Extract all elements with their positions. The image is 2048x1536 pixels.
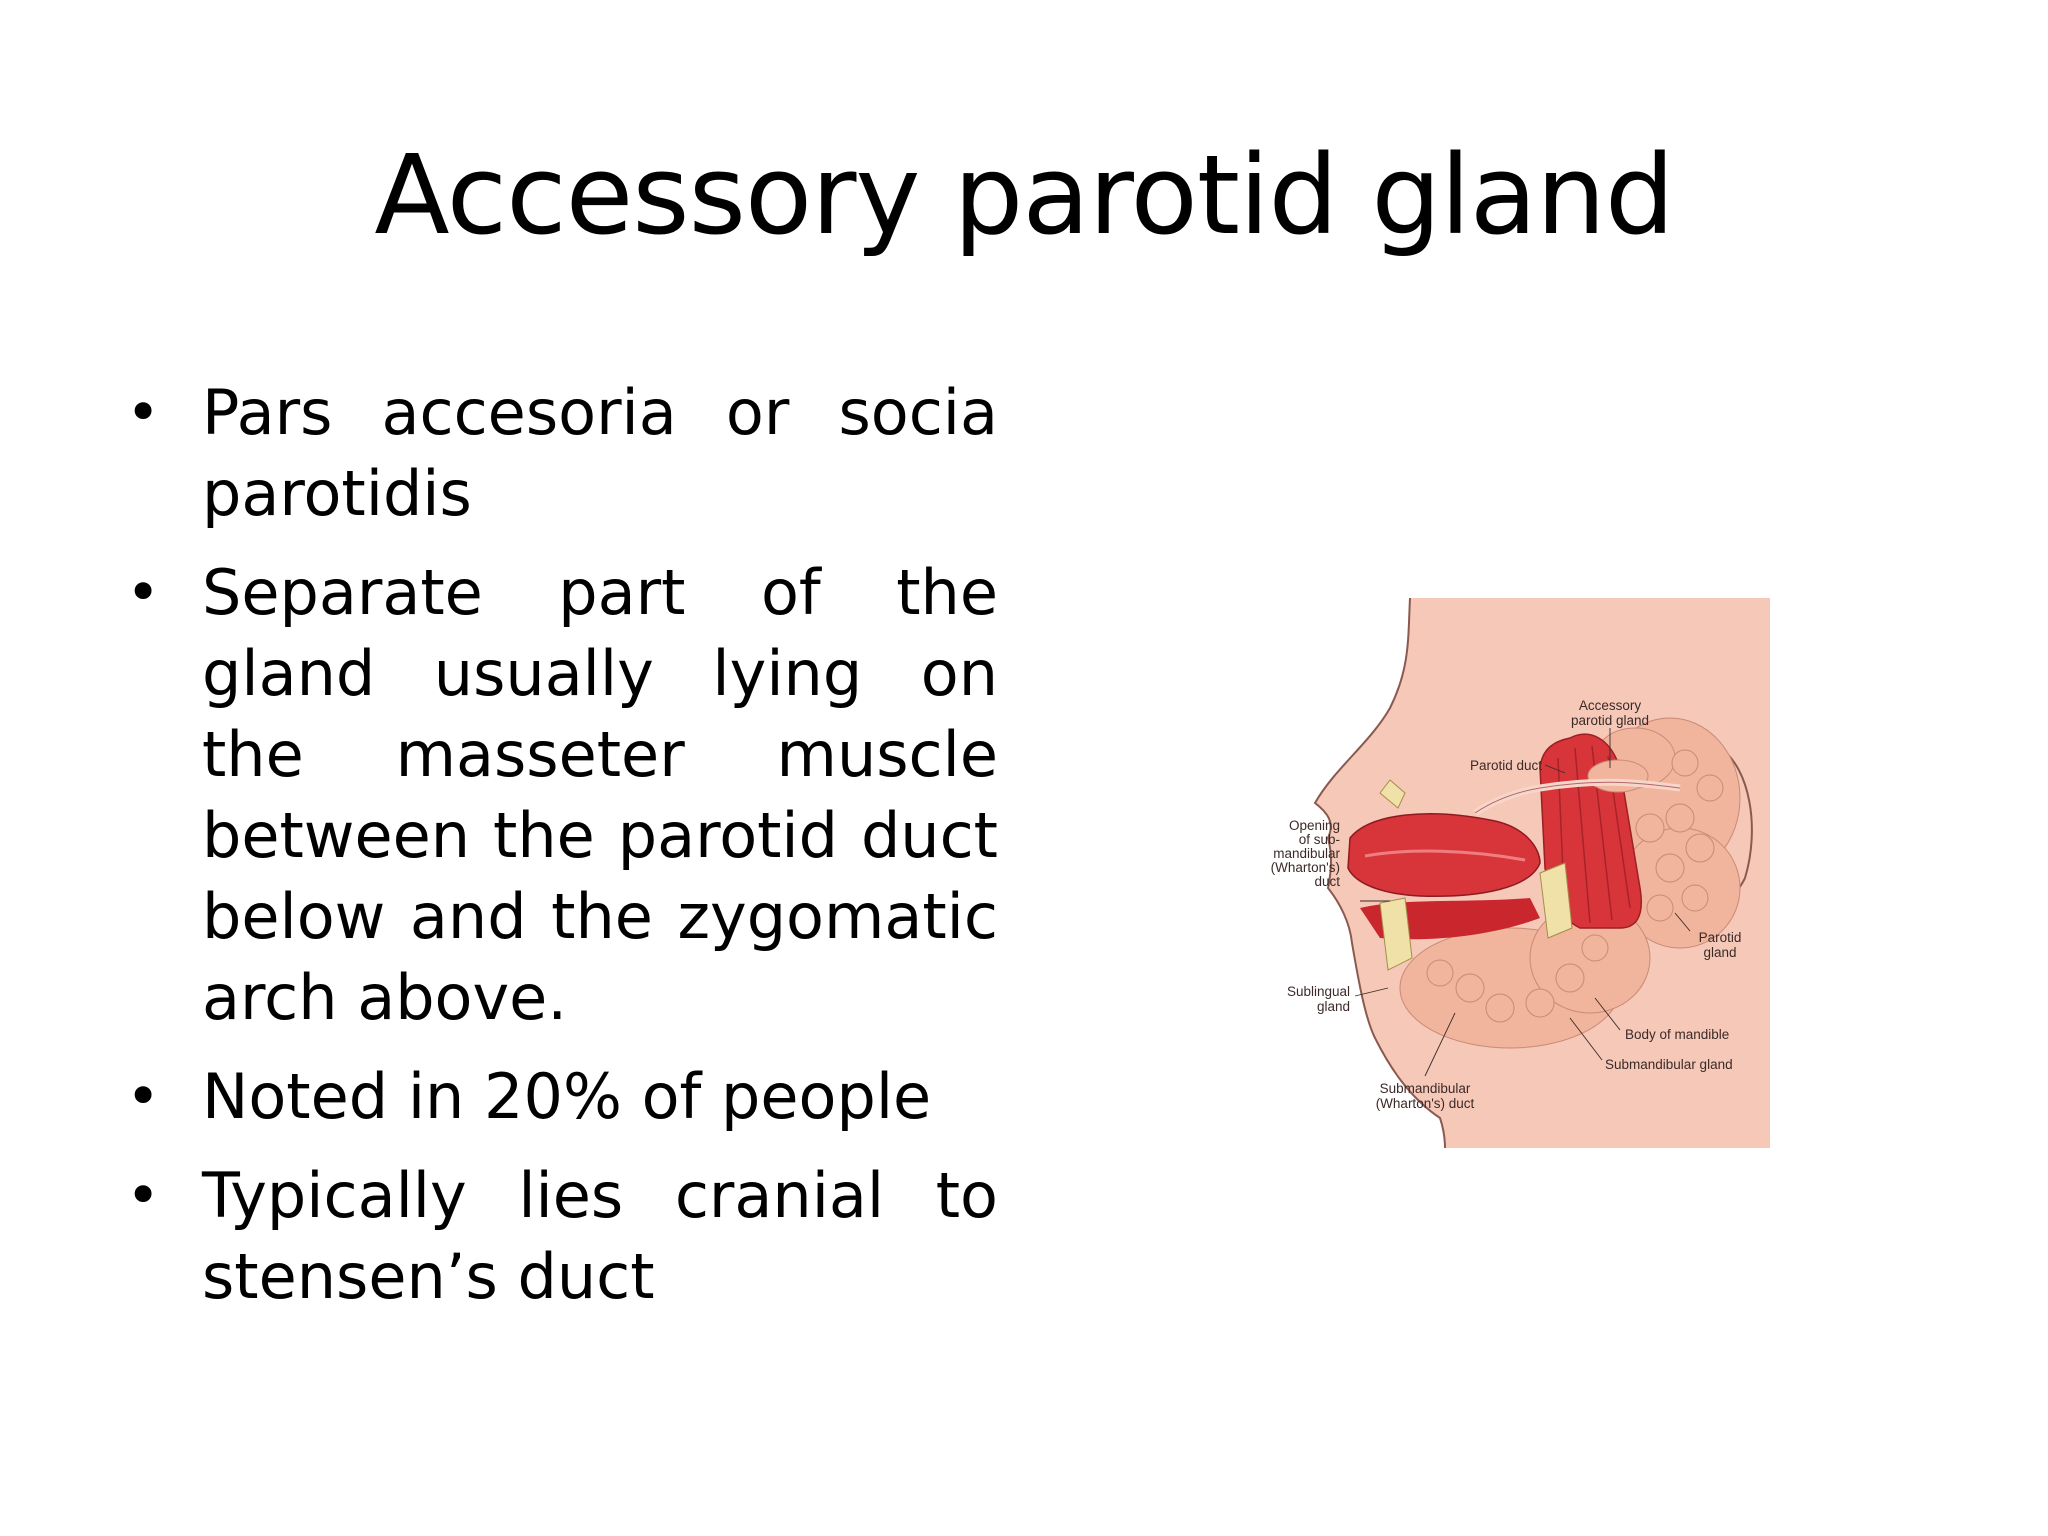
bullet-item: • Typically lies cranial to stensen’s du… <box>118 1155 998 1317</box>
label-parotid-gland: Parotid <box>1699 930 1742 945</box>
label-sublingual-gland: gland <box>1317 999 1350 1014</box>
face-profile-outline <box>1313 598 1446 1148</box>
bullet-marker: • <box>126 1161 161 1229</box>
bullet-text: Separate part of the gland usually lying… <box>202 556 998 1034</box>
label-parotid-duct: Parotid duct <box>1470 758 1542 773</box>
mandible-segment-left <box>1379 897 1413 971</box>
bullet-list: • Pars accesoria or socia parotidis • Se… <box>118 372 998 1335</box>
bullet-marker: • <box>126 558 161 626</box>
label-sublingual-gland: Sublingual <box>1287 984 1350 999</box>
label-opening-duct: (Wharton's) <box>1271 860 1340 875</box>
label-submandibular-gland: Submandibular gland <box>1605 1057 1733 1072</box>
bullet-marker: • <box>126 378 161 446</box>
tongue-shape <box>1347 813 1541 897</box>
label-body-mandible: Body of mandible <box>1625 1027 1729 1042</box>
label-parotid-gland: gland <box>1703 945 1736 960</box>
label-opening-duct: Opening <box>1289 818 1340 833</box>
bullet-marker: • <box>126 1062 161 1130</box>
accessory-parotid-shape <box>1587 759 1649 793</box>
bullet-item: • Separate part of the gland usually lyi… <box>118 552 998 1038</box>
bullet-text: Noted in 20% of people <box>202 1060 932 1133</box>
label-opening-duct: mandibular <box>1273 846 1340 861</box>
label-opening-duct: duct <box>1314 874 1340 889</box>
bullet-text: Typically lies cranial to stensen’s duct <box>202 1159 998 1313</box>
leader-lines <box>1354 728 1691 1077</box>
salivary-gland-illustration: Accessory parotid gland Parotid duct Ope… <box>1240 598 1770 1148</box>
label-submandibular-duct: (Wharton's) duct <box>1376 1096 1475 1111</box>
bullet-item: • Pars accesoria or socia parotidis <box>118 372 998 534</box>
face-exterior <box>1240 598 1445 1148</box>
mandible-segment-right <box>1539 862 1573 939</box>
bullet-item: • Noted in 20% of people <box>118 1056 998 1137</box>
anatomy-figure: Accessory parotid gland Parotid duct Ope… <box>1240 598 1770 1148</box>
label-accessory-parotid: Accessory <box>1579 698 1642 713</box>
label-opening-duct: of sub- <box>1299 832 1340 847</box>
slide-title: Accessory parotid gland <box>374 131 1674 259</box>
bullet-text: Pars accesoria or socia parotidis <box>202 376 998 530</box>
label-submandibular-duct: Submandibular <box>1380 1081 1471 1096</box>
label-accessory-parotid: parotid gland <box>1571 713 1649 728</box>
palate-bone <box>1379 779 1406 809</box>
